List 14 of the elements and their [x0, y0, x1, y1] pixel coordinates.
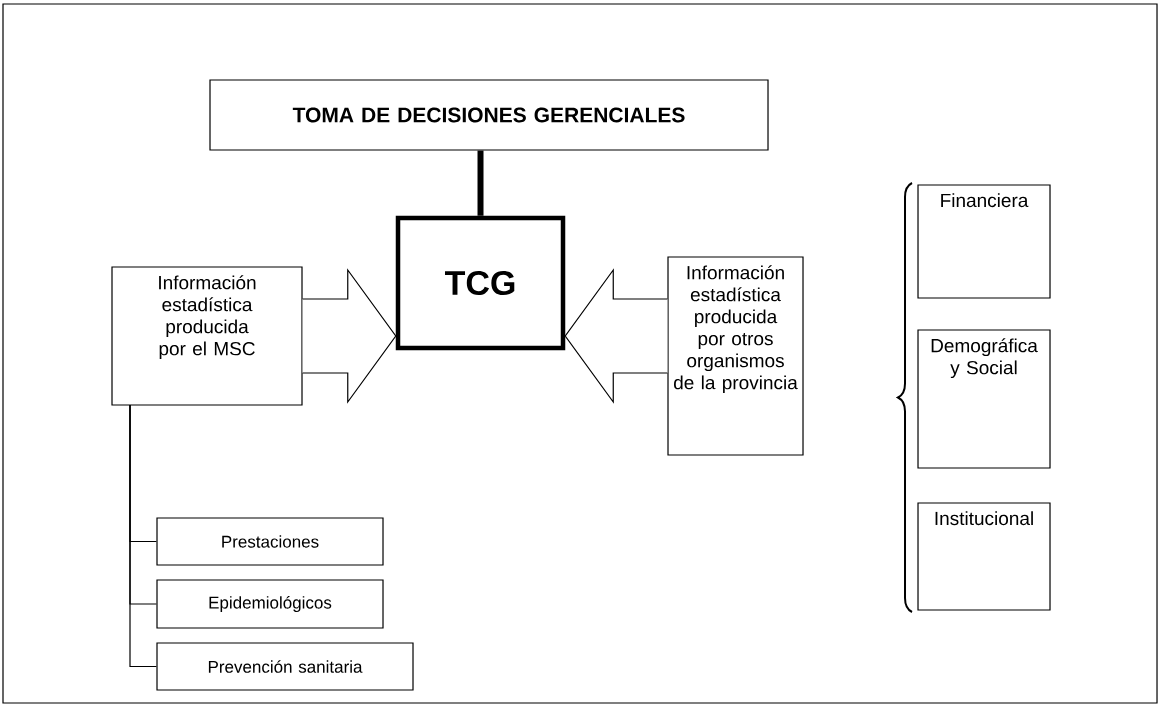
connector-line: [477, 150, 484, 216]
block-arrow: [302, 268, 397, 404]
center-box: TCG: [395, 215, 566, 351]
heading-box: TOMA DE DECISIONES GERENCIALES: [209, 79, 769, 151]
item-box: Prevención sanitaria: [156, 642, 414, 691]
category-box: Financiera: [917, 184, 1051, 299]
category-box: Demográfica y Social: [917, 329, 1051, 469]
block-arrow: [564, 268, 668, 404]
category-box: Institucional: [917, 502, 1051, 611]
source-box: Información estadística producida por otros organismos de la provincia: [667, 256, 804, 456]
item-box: Prestaciones: [156, 517, 384, 566]
tree-line: [129, 404, 157, 668]
source-box: Información estadística producida por el MSC: [111, 266, 303, 406]
item-box: Epidemiológicos: [156, 579, 384, 629]
